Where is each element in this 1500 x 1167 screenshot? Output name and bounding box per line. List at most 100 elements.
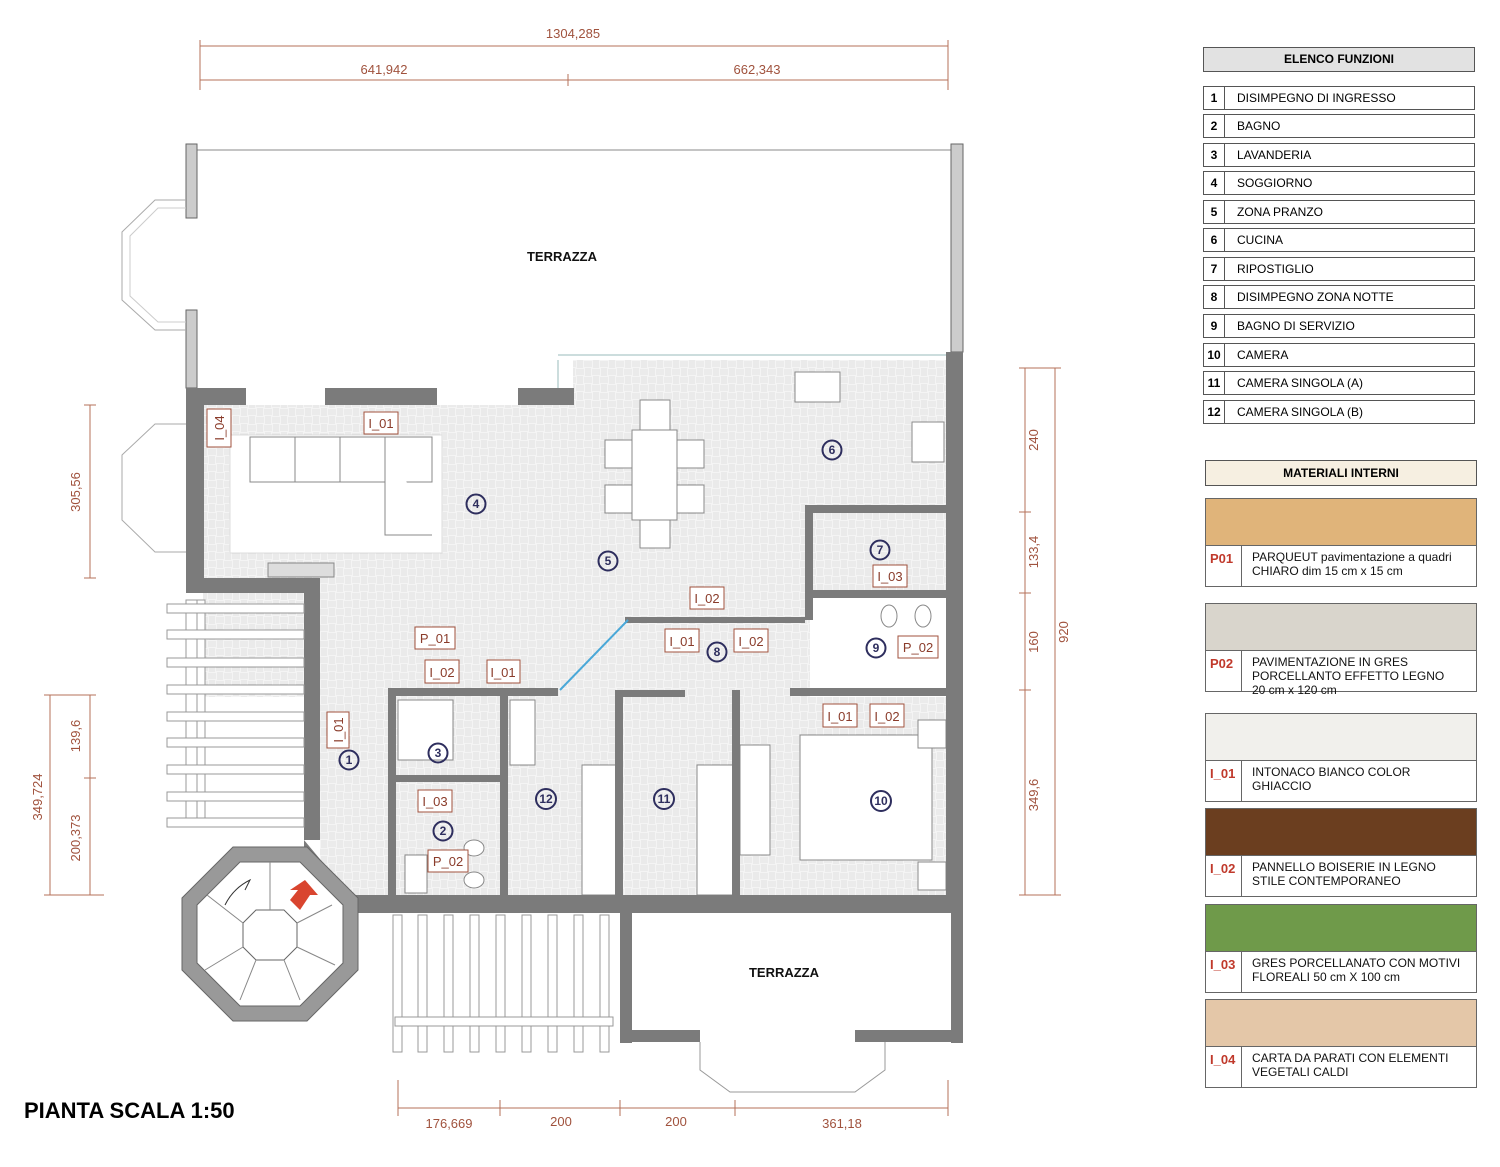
tag-I_01: I_01	[326, 711, 350, 749]
function-row: 9 BAGNO DI SERVIZIO	[1203, 314, 1475, 338]
room-number-10: 10	[870, 790, 892, 812]
room-number-3: 3	[427, 742, 449, 764]
tag-I_01: I_01	[363, 411, 399, 435]
material-swatch	[1206, 714, 1476, 761]
tag-P_02: P_02	[897, 635, 939, 659]
svg-text:I_01: I_01	[827, 709, 852, 724]
material-code: P02	[1206, 651, 1242, 691]
svg-text:I_01: I_01	[669, 634, 694, 649]
material-swatch	[1206, 905, 1476, 952]
dim-bottom-1: 176,669	[426, 1116, 473, 1131]
function-label: RIPOSTIGLIO	[1237, 262, 1314, 276]
pergola-bottom	[392, 914, 614, 1053]
svg-text:P_01: P_01	[420, 631, 450, 646]
dim-right-1: 240	[1026, 429, 1041, 451]
room-number-4: 4	[465, 493, 487, 515]
dim-top-total: 1304,285	[546, 26, 600, 41]
dim-top-right: 662,343	[734, 62, 781, 77]
terrace-bottom-label: TERRAZZA	[749, 965, 820, 980]
svg-text:6: 6	[829, 443, 836, 457]
function-label: CAMERA	[1237, 348, 1289, 362]
svg-text:9: 9	[873, 641, 880, 655]
door-glass	[559, 619, 629, 691]
svg-text:2: 2	[440, 824, 447, 838]
materials-header: MATERIALI INTERNI	[1205, 460, 1477, 486]
tag-I_03: I_03	[872, 564, 908, 588]
svg-text:I_04: I_04	[212, 415, 227, 440]
function-number: 10	[1204, 344, 1225, 366]
material-code: I_04	[1206, 1047, 1242, 1087]
svg-text:I_02: I_02	[429, 665, 454, 680]
room-number-2: 2	[432, 820, 454, 842]
room-number-9: 9	[865, 637, 887, 659]
function-label: CAMERA SINGOLA (B)	[1237, 405, 1364, 419]
tag-I_03: I_03	[417, 789, 453, 813]
function-number: 5	[1204, 201, 1225, 223]
material-code: I_01	[1206, 761, 1242, 801]
svg-text:1: 1	[346, 753, 353, 767]
function-label: DISIMPEGNO ZONA NOTTE	[1237, 290, 1394, 304]
svg-text:11: 11	[658, 792, 671, 806]
pergola-left	[166, 599, 305, 828]
tag-I_01: I_01	[822, 703, 858, 728]
walls	[186, 352, 963, 1043]
dim-bottom-3: 200	[665, 1114, 687, 1129]
svg-text:I_01: I_01	[490, 665, 515, 680]
function-row: 12 CAMERA SINGOLA (B)	[1203, 400, 1475, 424]
dim-left-upper: 305,56	[68, 472, 83, 512]
function-number: 9	[1204, 315, 1225, 337]
dim-left-a: 139,6	[68, 720, 83, 753]
functions-header: ELENCO FUNZIONI	[1203, 47, 1475, 72]
dim-bottom-4: 361,18	[822, 1116, 862, 1131]
tag-I_01: I_01	[486, 659, 521, 684]
function-number: 12	[1204, 401, 1225, 423]
room-number-5: 5	[597, 550, 619, 572]
function-label: BAGNO	[1237, 119, 1281, 133]
dim-left-total: 349,724	[30, 774, 45, 821]
svg-text:I_03: I_03	[422, 794, 447, 809]
dim-right-total: 920	[1056, 621, 1071, 643]
tag-I_02: I_02	[689, 586, 725, 610]
svg-text:10: 10	[874, 794, 888, 808]
function-row: 2 BAGNO	[1203, 114, 1475, 138]
dim-bottom-2: 200	[550, 1114, 572, 1129]
svg-text:P_02: P_02	[903, 640, 933, 655]
svg-text:12: 12	[539, 792, 553, 806]
material-code: I_02	[1206, 856, 1242, 896]
function-number: 3	[1204, 144, 1225, 166]
dim-right-3: 160	[1026, 631, 1041, 653]
terrace-top	[121, 143, 964, 553]
dim-right-4: 349,6	[1026, 779, 1041, 812]
svg-text:5: 5	[605, 554, 612, 568]
svg-text:4: 4	[473, 497, 480, 511]
terrace-top-label: TERRAZZA	[527, 249, 598, 264]
function-row: 8 DISIMPEGNO ZONA NOTTE	[1203, 285, 1475, 309]
room-numbers: 1 2 3 4 5 6 7 8 9 10 11 12	[338, 439, 892, 842]
svg-text:8: 8	[714, 645, 721, 659]
tag-I_04: I_04	[206, 408, 232, 448]
svg-text:I_02: I_02	[874, 709, 899, 724]
material-swatch	[1206, 604, 1476, 651]
function-number: 8	[1204, 286, 1225, 308]
material-code: P01	[1206, 546, 1242, 586]
material-code: I_03	[1206, 952, 1242, 992]
room-number-6: 6	[821, 439, 843, 461]
material-swatch	[1206, 1000, 1476, 1047]
dim-left-b: 200,373	[68, 815, 83, 862]
room-number-7: 7	[869, 539, 891, 561]
function-label: CUCINA	[1237, 233, 1284, 247]
function-row: 10 CAMERA	[1203, 343, 1475, 367]
room-number-12: 12	[535, 788, 557, 810]
function-number: 2	[1204, 115, 1225, 137]
room-number-11: 11	[653, 788, 675, 810]
dim-right-2: 133,4	[1026, 536, 1041, 569]
function-label: BAGNO DI SERVIZIO	[1237, 319, 1355, 333]
